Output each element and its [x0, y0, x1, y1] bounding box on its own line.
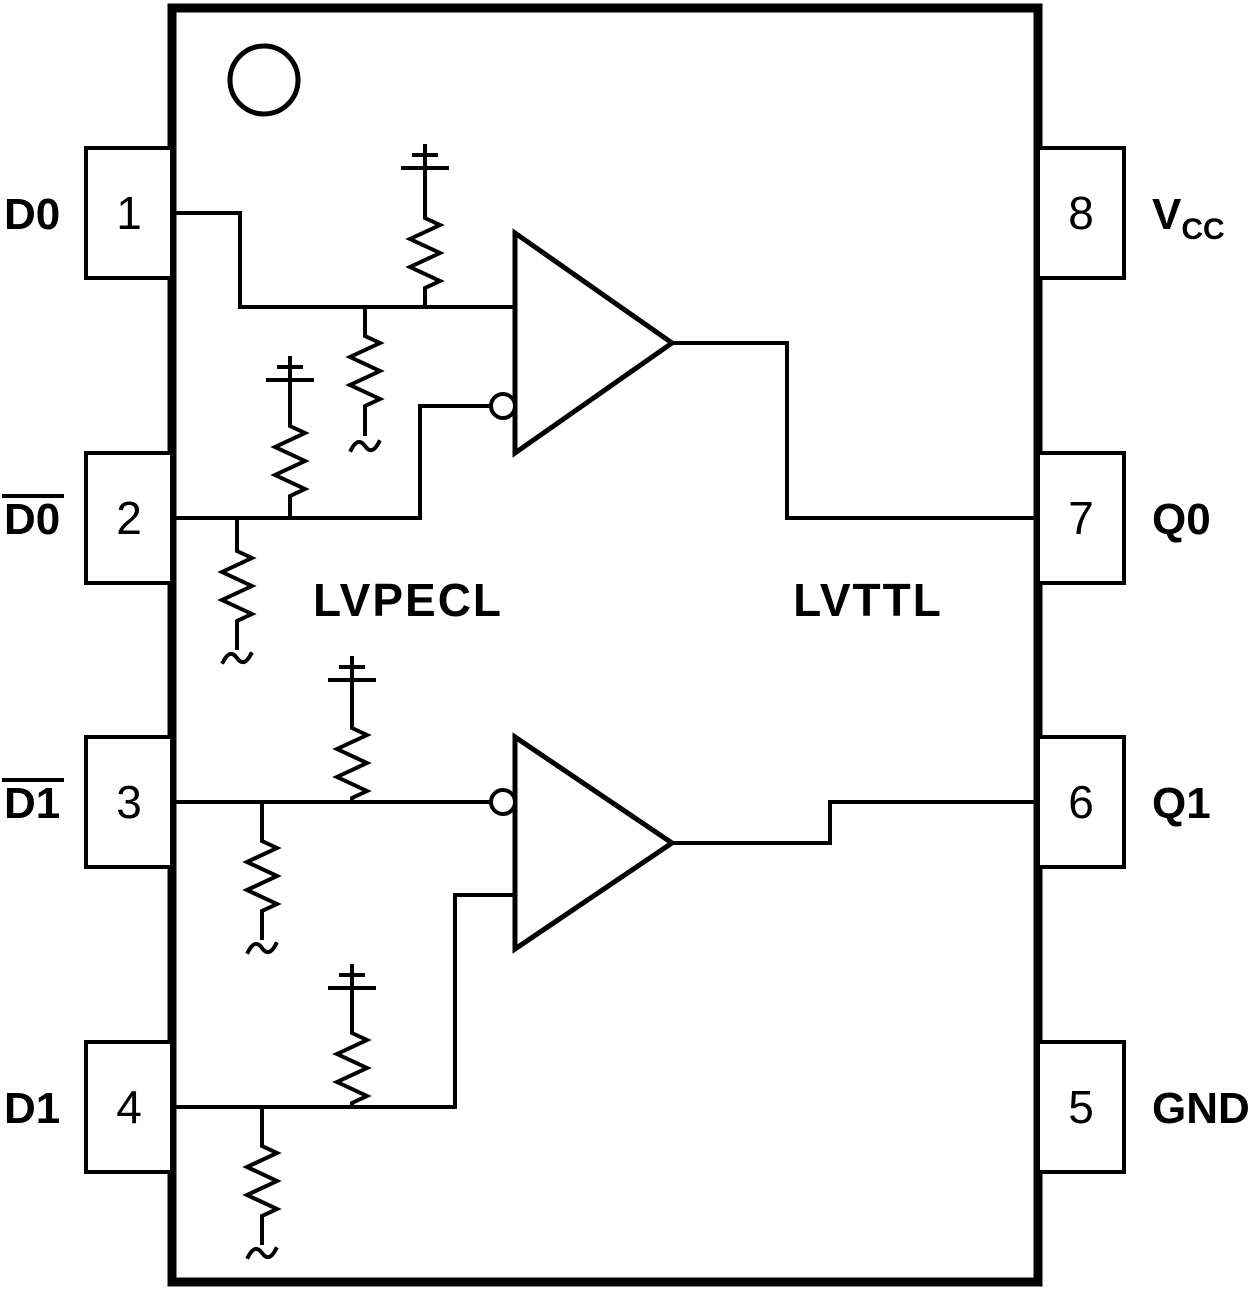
resistor-icon — [245, 833, 279, 917]
pulldown-resistor-d1 — [245, 1105, 279, 1260]
wire-d0bar-to-buffer — [170, 404, 493, 520]
pin-box — [84, 451, 174, 585]
pin-number: 7 — [1068, 492, 1094, 544]
pullup-resistor-d0 — [401, 144, 449, 309]
pin-7: 7 Q0 — [1036, 451, 1211, 585]
pin-label: GND — [1152, 1084, 1250, 1133]
pullup-resistor-d0bar — [266, 356, 314, 520]
pin-1: 1 D0 — [4, 146, 174, 280]
buffer-gate-top — [489, 228, 677, 458]
pulldown-resistor-d1bar — [245, 800, 279, 955]
pin-box — [1036, 1040, 1126, 1174]
pin-3: 3 D1 — [2, 735, 174, 869]
termination-squiggle-icon — [246, 941, 278, 955]
pin-label: D1 — [4, 779, 60, 828]
pin-label: Q1 — [1152, 779, 1211, 828]
buffer-gate-bottom — [489, 732, 677, 954]
pin-2: 2 D0 — [2, 451, 174, 585]
pin-number: 8 — [1068, 187, 1094, 239]
pulldown-resistor-d0bar — [220, 516, 254, 665]
resistor-icon — [273, 418, 307, 502]
resistor-icon — [335, 720, 369, 804]
resistor-icon — [348, 328, 382, 412]
pin-6: 6 Q1 — [1036, 735, 1211, 869]
vcc-rail-icon — [328, 964, 376, 1002]
pin-box — [84, 146, 174, 280]
wire-buffer-to-q0 — [670, 341, 1040, 520]
inverting-input-bubble — [489, 392, 517, 420]
pin-number: 6 — [1068, 776, 1094, 828]
lvpecl-label: LVPECL — [313, 574, 503, 626]
pin1-indicator-dot — [227, 43, 301, 117]
pin-label: D0 — [4, 190, 60, 239]
vcc-rail-icon — [328, 656, 376, 694]
lvttl-label: LVTTL — [793, 574, 943, 626]
vcc-rail-icon — [266, 356, 314, 394]
pullup-resistor-d1 — [328, 964, 376, 1109]
pin-box — [1036, 451, 1126, 585]
resistor-icon — [220, 543, 254, 627]
vcc-rail-icon — [401, 144, 449, 182]
wire-buffer-to-q1 — [670, 800, 1040, 845]
pin-label: D0 — [4, 495, 60, 544]
pin-number: 2 — [116, 492, 142, 544]
pin-number: 4 — [116, 1081, 142, 1133]
buffer-triangle — [512, 732, 677, 954]
pin-4: 4 D1 — [4, 1040, 174, 1174]
inverting-input-bubble — [489, 788, 517, 816]
resistor-icon — [408, 210, 442, 294]
chip-body — [167, 3, 1043, 1287]
resistor-icon — [245, 1138, 279, 1222]
pullup-resistor-d1bar — [328, 656, 376, 804]
pin-label: D1 — [4, 1084, 60, 1133]
pin-label-subscript: CC — [1181, 213, 1224, 246]
pin-box — [84, 1040, 174, 1174]
resistor-icon — [335, 1025, 369, 1109]
pulldown-resistor-d0 — [348, 305, 382, 453]
buffer-triangle — [512, 228, 677, 458]
termination-squiggle-icon — [246, 1246, 278, 1260]
termination-squiggle-icon — [349, 439, 381, 453]
pin-label: VCC — [1152, 190, 1225, 246]
pin-8: 8 VCC — [1036, 146, 1225, 280]
pin-box — [1036, 735, 1126, 869]
pin-box — [1036, 146, 1126, 280]
pin-box — [84, 735, 174, 869]
pin-number: 3 — [116, 776, 142, 828]
wire-d0-to-buffer — [170, 211, 517, 309]
wire-d1-to-buffer — [170, 893, 517, 1109]
pin-number: 1 — [116, 187, 142, 239]
pin-label: Q0 — [1152, 495, 1211, 544]
pin-number: 5 — [1068, 1081, 1094, 1133]
termination-squiggle-icon — [221, 651, 253, 665]
pin-5: 5 GND — [1036, 1040, 1250, 1174]
